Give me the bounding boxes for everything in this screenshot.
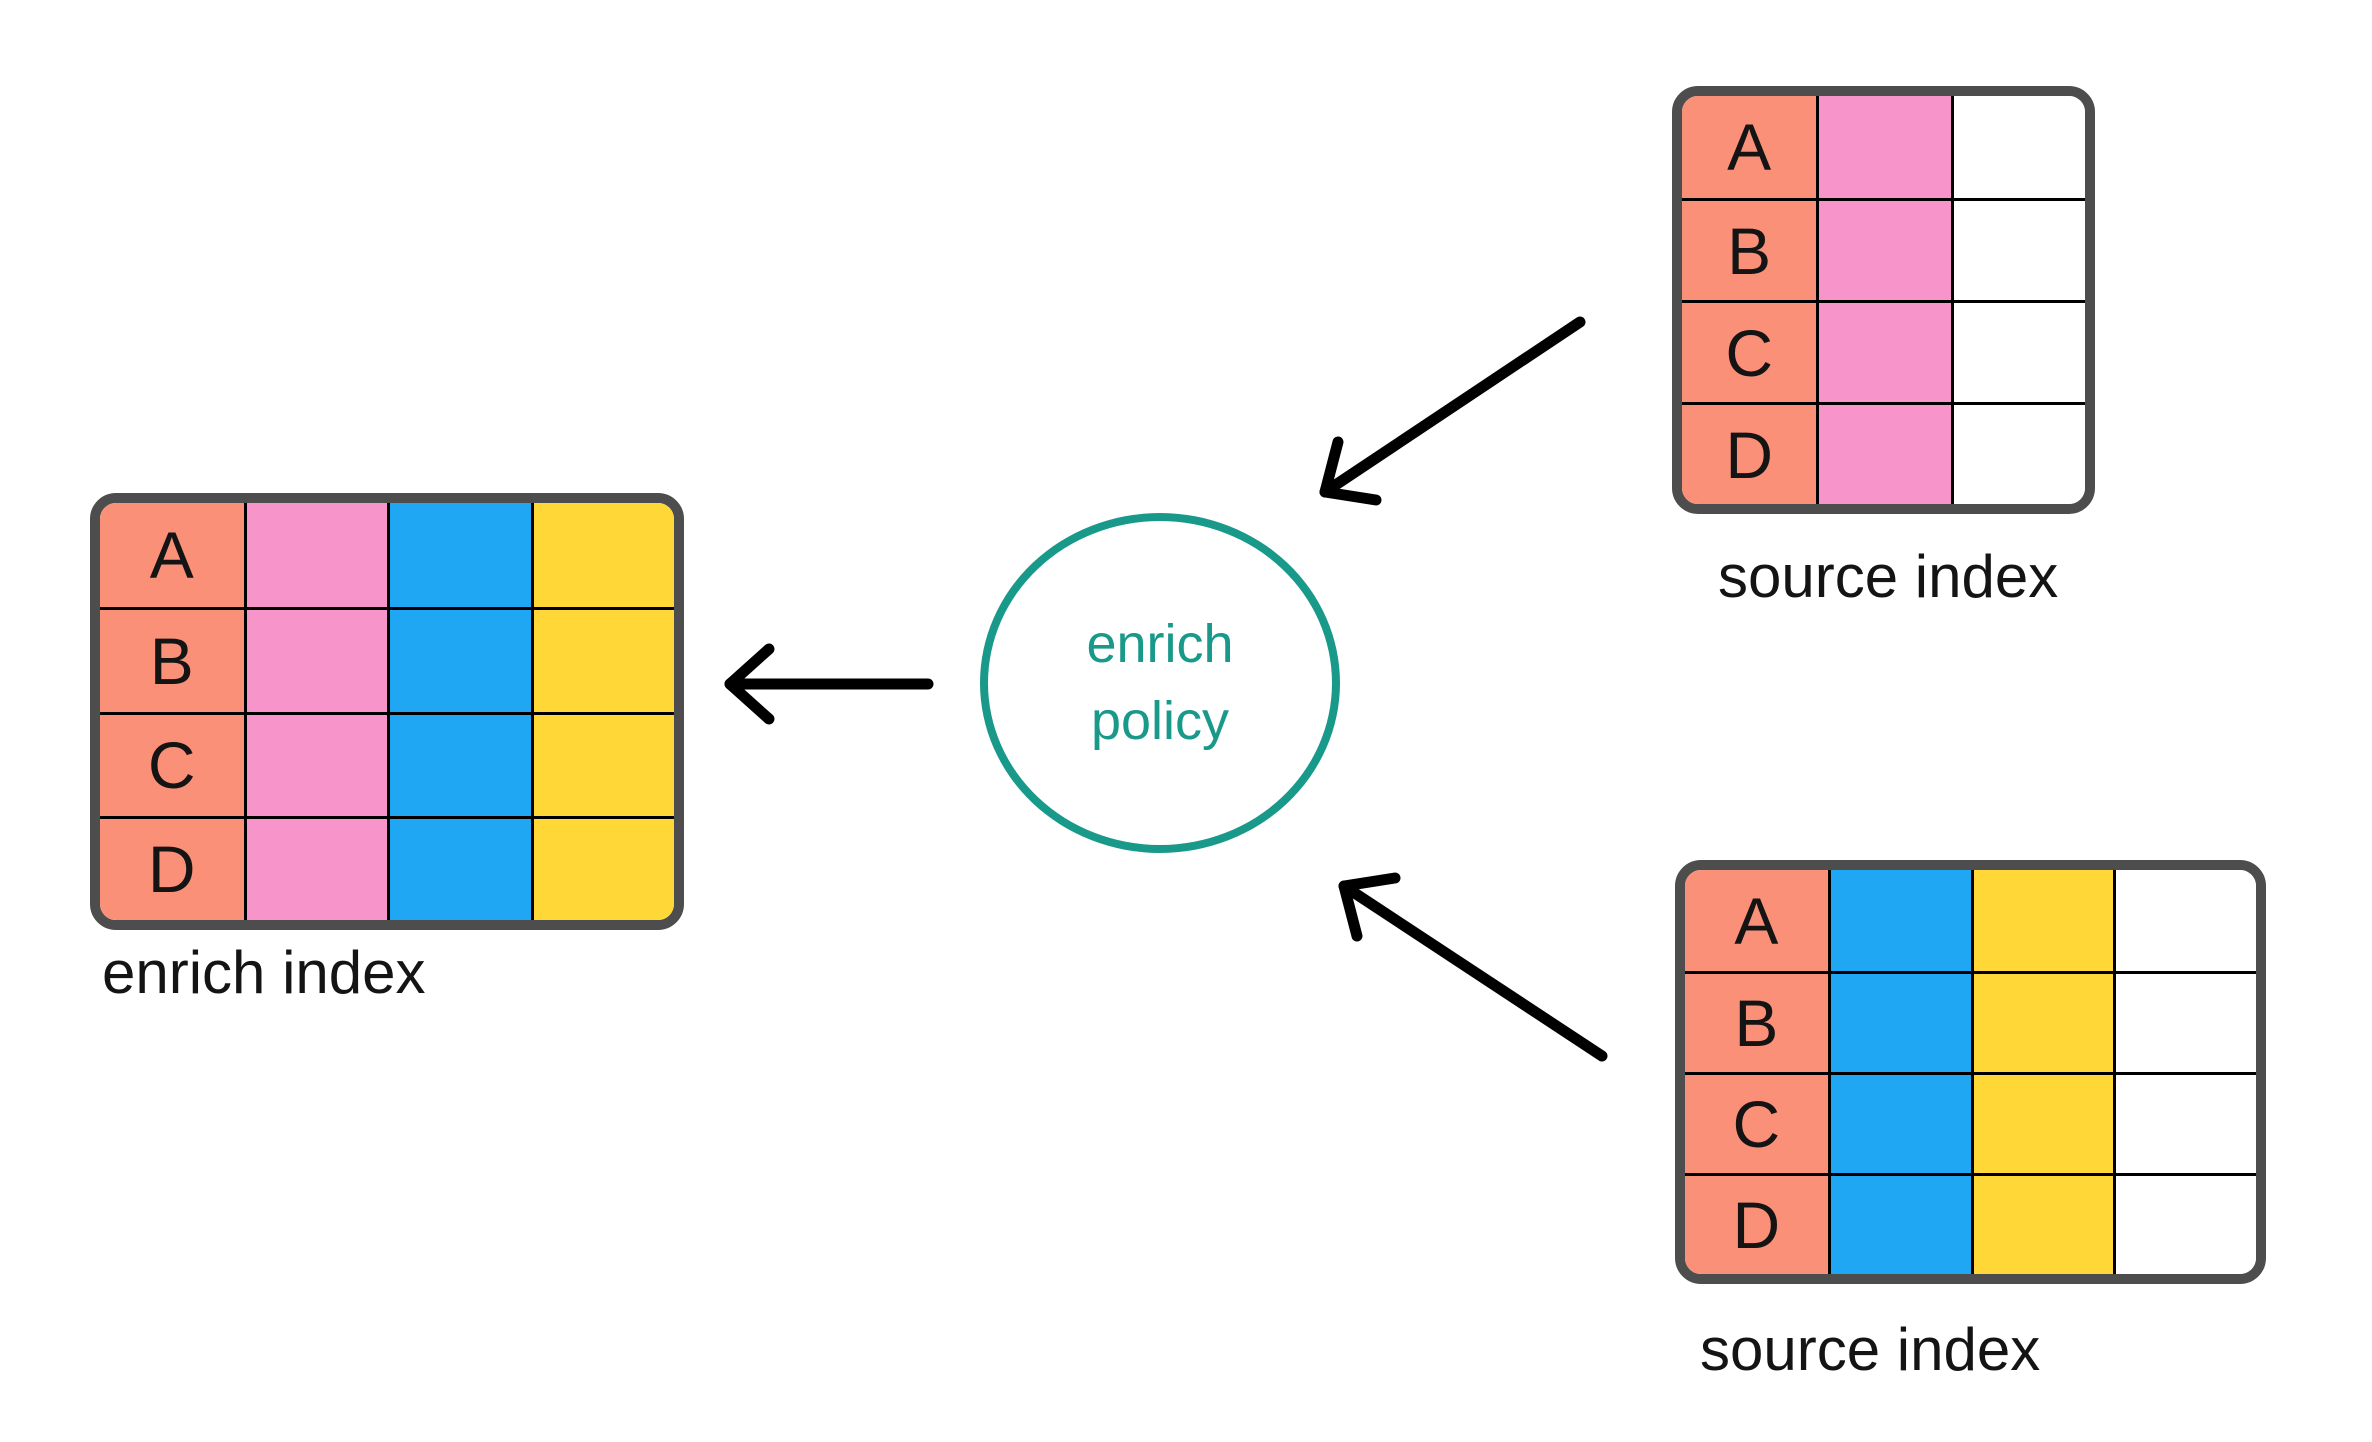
table-cell [387, 607, 531, 712]
table-cell [2113, 1072, 2256, 1173]
table-cell [530, 607, 674, 712]
row-label: B [1734, 986, 1779, 1060]
source-index-label-top: source index [1718, 543, 2059, 610]
table-cell [387, 711, 531, 816]
table-cell [1950, 402, 2085, 504]
table-cell [1950, 198, 2085, 300]
table-cell-key: A [100, 503, 244, 608]
table-cell [243, 503, 387, 608]
policy-label-line2: policy [1090, 691, 1230, 751]
table-cell [1827, 1173, 1971, 1274]
table-cell [243, 711, 387, 816]
table-cell-key: D [1682, 402, 1817, 504]
row-label: C [147, 728, 196, 803]
table-cell [387, 503, 531, 608]
row-label: D [1725, 417, 1773, 492]
table-cell [2113, 1173, 2256, 1274]
table-cell [1827, 1072, 1971, 1173]
table-cell [1816, 198, 1951, 300]
table-cell [1816, 96, 1951, 198]
policy-label-line1: enrich [1086, 614, 1234, 674]
table-cell [530, 503, 674, 608]
table-cell [1816, 402, 1951, 504]
table-cell [2113, 971, 2256, 1072]
row-label: A [149, 518, 194, 593]
table-cell [1950, 300, 2085, 402]
arrow-policy-to-enrich-index [724, 643, 934, 725]
row-label: A [1727, 110, 1772, 184]
table-cell [1816, 300, 1951, 402]
table-cell [2113, 870, 2256, 971]
row-label: B [1727, 213, 1772, 288]
table-cell-key: B [1682, 198, 1817, 300]
table-cell [387, 815, 531, 920]
table-cell [1827, 870, 1971, 971]
row-label: B [149, 623, 194, 698]
table-cell-key: A [1682, 96, 1817, 198]
row-label: A [1734, 883, 1779, 958]
table-cell-key: D [100, 815, 244, 920]
table-cell [1970, 1173, 2114, 1274]
table-cell [243, 815, 387, 920]
enrich-index-table: A B C D [90, 493, 684, 930]
enrich-index-label: enrich index [102, 939, 426, 1006]
table-cell-key: C [1685, 1072, 1828, 1173]
table-cell [1970, 870, 2114, 971]
arrow-source-bottom-to-policy [1338, 872, 1608, 1062]
row-label: D [1732, 1188, 1781, 1262]
table-cell-key: C [100, 711, 244, 816]
source-index-table-bottom: A B C D [1675, 860, 2266, 1284]
table-cell-key: D [1685, 1173, 1828, 1274]
row-label: C [1725, 315, 1773, 390]
arrow-source-top-to-policy [1319, 316, 1586, 506]
enrich-policy-circle: enrich policy [980, 513, 1340, 853]
table-cell [1970, 1072, 2114, 1173]
table-cell-key: A [1685, 870, 1828, 971]
table-cell [1827, 971, 1971, 1072]
table-cell-key: B [1685, 971, 1828, 1072]
table-cell [1950, 96, 2085, 198]
table-cell [243, 607, 387, 712]
table-cell-key: C [1682, 300, 1817, 402]
table-cell [1970, 971, 2114, 1072]
row-label: D [147, 832, 196, 907]
table-cell [530, 815, 674, 920]
row-label: C [1732, 1087, 1781, 1161]
table-cell [530, 711, 674, 816]
table-cell-key: B [100, 607, 244, 712]
source-index-label-bottom: source index [1700, 1316, 2041, 1383]
source-index-table-top: A B C D [1672, 86, 2095, 514]
